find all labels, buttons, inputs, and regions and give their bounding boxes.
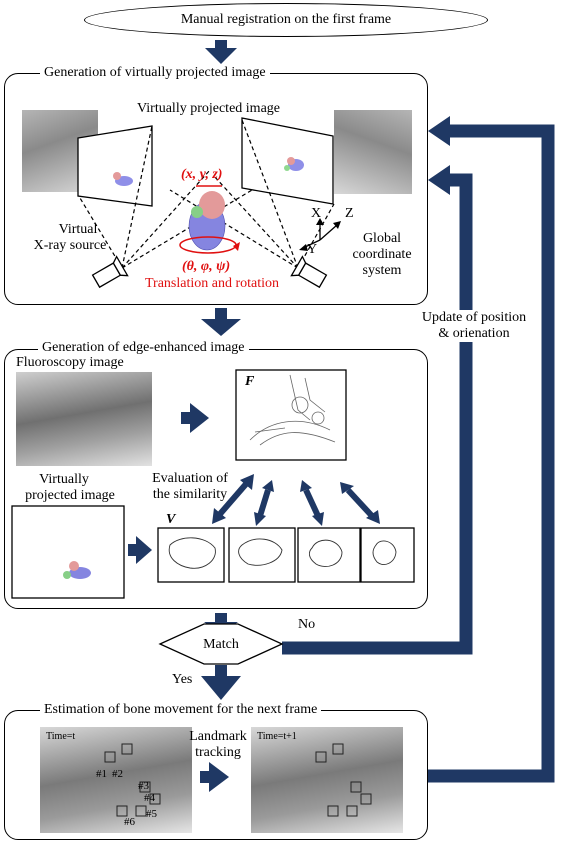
source-label-line1: Virtual xyxy=(58,222,98,237)
panel3-title: Estimation of bone movement for the next… xyxy=(40,702,322,718)
no-label: No xyxy=(298,617,316,632)
xray-image-right xyxy=(334,110,412,194)
update-label-line2: & orienation xyxy=(418,326,530,342)
vp-label-line2: projected image xyxy=(25,488,115,503)
f-label: F xyxy=(245,374,255,389)
vp-label-panel1: Virtually projected image xyxy=(137,101,280,116)
eval-line1: Evaluation of xyxy=(152,471,228,486)
landmark-line1: Landmark xyxy=(189,729,247,744)
rotation-angles: (θ, φ, ψ) xyxy=(182,259,231,274)
panel2-title: Generation of edge-enhanced image xyxy=(38,340,249,356)
landmark-line2: tracking xyxy=(195,745,241,760)
marker-4: #4 xyxy=(144,792,155,804)
xray-time-t1 xyxy=(251,727,403,833)
axis-y-label: Y xyxy=(307,242,318,257)
v-label: V xyxy=(166,512,176,527)
marker-3: #3 xyxy=(138,780,149,792)
global-label-line1: Global xyxy=(362,231,402,246)
start-terminator xyxy=(84,3,488,37)
axis-x-label: X xyxy=(311,206,322,221)
source-label-line2: X-ray source xyxy=(33,238,107,253)
marker-6: #6 xyxy=(124,816,135,828)
yes-label: Yes xyxy=(172,672,193,687)
update-label-line1: Update of position xyxy=(410,310,538,326)
global-label-line2: coordinate xyxy=(352,247,412,262)
xray-time-t xyxy=(40,727,192,833)
axis-z-label: Z xyxy=(345,206,354,221)
fluoroscopy-label: Fluoroscopy image xyxy=(16,355,124,370)
time-t1-label: Time=t+1 xyxy=(257,731,297,742)
time-t-label: Time=t xyxy=(46,731,76,742)
marker-2: #2 xyxy=(112,768,123,780)
panel1-title: Generation of virtually projected image xyxy=(40,65,270,81)
marker-1: #1 xyxy=(96,768,107,780)
match-label: Match xyxy=(203,637,239,652)
marker-5: #5 xyxy=(146,808,157,820)
fluoroscopy-image xyxy=(16,372,152,466)
start-label: Manual registration on the first frame xyxy=(180,12,392,27)
translation-coords: (x, y, z) xyxy=(181,167,223,182)
translation-rotation-label: Translation and rotation xyxy=(145,276,280,291)
vp-label-line1: Virtually xyxy=(39,472,89,487)
global-label-line3: system xyxy=(362,263,402,278)
eval-line2: the similarity xyxy=(152,487,228,502)
